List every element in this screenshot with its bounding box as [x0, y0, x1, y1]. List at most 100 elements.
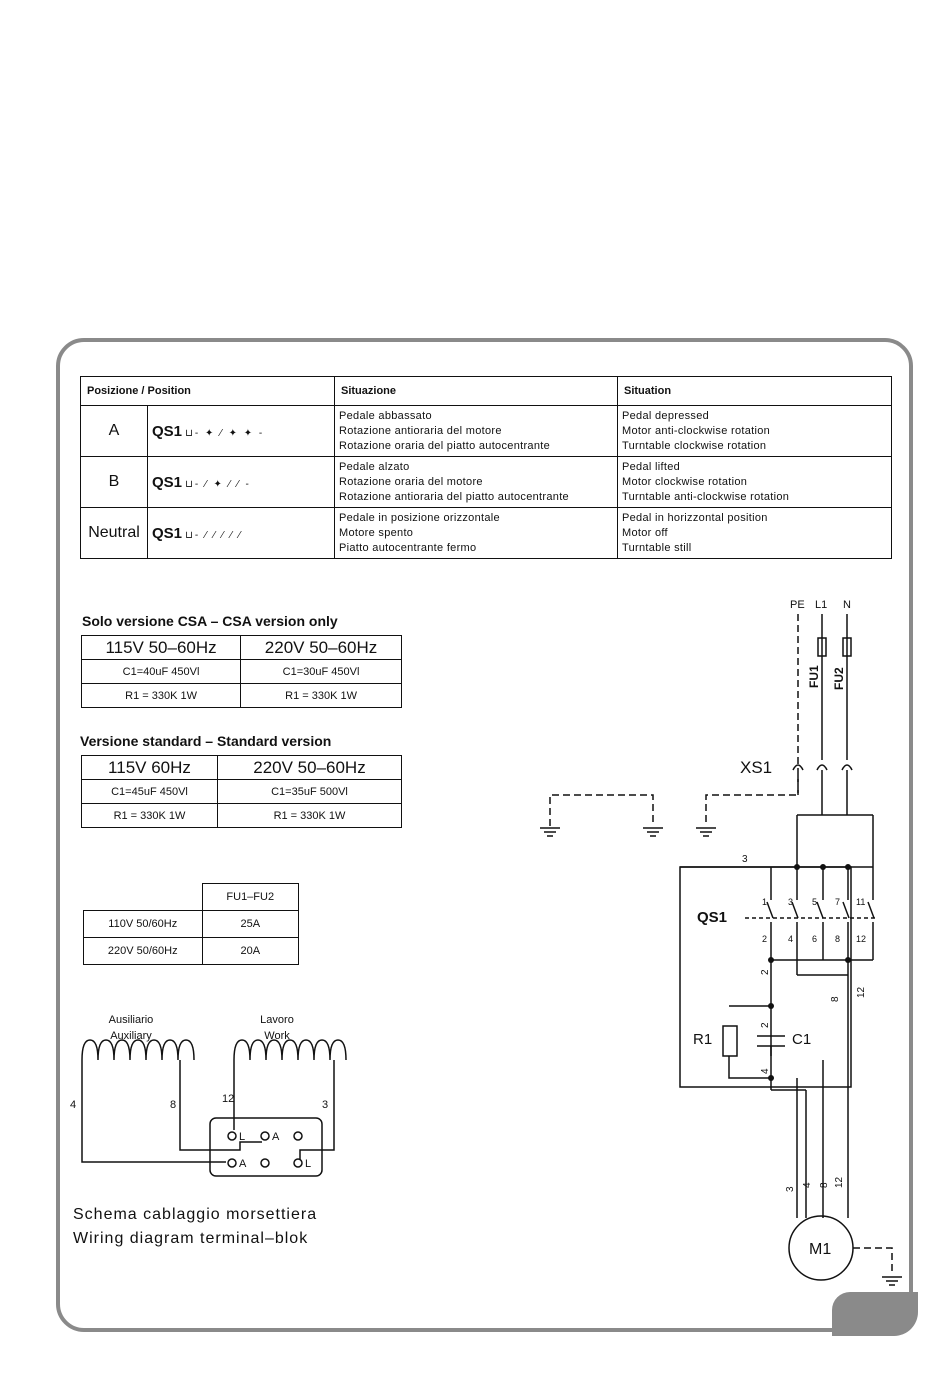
wire-label: 8: [830, 996, 841, 1002]
standard-title: Versione standard – Standard version: [80, 733, 332, 749]
situation-cell: Pedal lifted Motor clockwise rotation Tu…: [617, 456, 892, 508]
csa-r1: R1 = 330K 1W: [80, 683, 242, 708]
standard-col: 115V 60Hz: [81, 755, 218, 780]
standard-c1: C1=45uF 450Vl: [81, 779, 218, 804]
csa-r1: R1 = 330K 1W: [240, 683, 402, 708]
switch-label: QS1: [152, 422, 183, 440]
contact-label: 2: [762, 934, 767, 944]
contact-label: 8: [835, 934, 840, 944]
text-line: Motore spento: [339, 526, 414, 539]
wire-label: 12: [222, 1093, 234, 1105]
table-row: B QS1 ⊔- ⁄ ✦ ⁄ ⁄ - Pedale alzato Rotazio…: [80, 456, 892, 508]
contact-label: 3: [788, 897, 793, 907]
work-coil: [233, 1039, 347, 1061]
aux-coil: [81, 1039, 195, 1061]
fuse-rating: 25A: [201, 910, 299, 938]
contact-label: 6: [812, 934, 817, 944]
fuse-rating: 20A: [201, 937, 299, 965]
text-line: Rotazione oraria del motore: [339, 475, 483, 488]
page-number-tab: [832, 1292, 918, 1336]
caption-en: Wiring diagram terminal–blok: [73, 1230, 309, 1247]
text-line: Turntable clockwise rotation: [622, 439, 767, 452]
text-line: Rotazione oraria del piatto autocentrant…: [339, 439, 551, 452]
wire-label: 2: [760, 1022, 771, 1028]
contact-label: 11: [856, 897, 865, 907]
wire-label: 12: [856, 986, 867, 998]
text-line: Pedale alzato: [339, 460, 410, 473]
wire-label: 3: [742, 854, 748, 865]
m1-label: M1: [809, 1241, 831, 1258]
text-line: Pedal depressed: [622, 409, 710, 422]
switch-label: QS1: [152, 524, 183, 542]
situation-cell: Pedal in horizzontal position Motor off …: [617, 507, 892, 559]
wire-label: 2: [760, 969, 771, 975]
switch-label: QS1: [152, 473, 183, 491]
csa-c1: C1=30uF 450Vl: [240, 659, 402, 684]
contact-label: 12: [856, 934, 866, 944]
n-label: N: [843, 599, 851, 611]
situazione-cell: Pedale in posizione orizzontale Motore s…: [334, 507, 618, 559]
caption-it: Schema cablaggio morsettiera: [73, 1206, 318, 1223]
situazione-cell: Pedale alzato Rotazione oraria del motor…: [334, 456, 618, 508]
l1-label: L1: [815, 599, 827, 611]
wire-label: 12: [834, 1176, 845, 1188]
standard-r1: R1 = 330K 1W: [81, 803, 218, 828]
text-line: Pedal in horizzontal position: [622, 511, 768, 524]
contact-label: 4: [788, 934, 793, 944]
work-label-en: Work: [264, 1030, 290, 1042]
r1-label: R1: [693, 1031, 712, 1048]
fu2-label: FU2: [832, 667, 846, 690]
text-line: Pedale abbassato: [339, 409, 432, 422]
aux-label-en: Auxiliary: [110, 1030, 152, 1042]
xs1-label: XS1: [740, 758, 772, 777]
c1-label: C1: [792, 1031, 811, 1048]
fuse-header: FU1–FU2: [201, 883, 299, 911]
text-line: Pedale in posizione orizzontale: [339, 511, 500, 524]
csa-c1: C1=40uF 450Vl: [80, 659, 242, 684]
wire-label: 3: [322, 1099, 328, 1111]
position-letter: Neutral: [80, 507, 148, 559]
wire-label: 8: [819, 1182, 830, 1188]
wire-label: 3: [785, 1186, 796, 1192]
text-line: Pedal lifted: [622, 460, 681, 473]
text-line: Piatto autocentrante fermo: [339, 541, 477, 554]
csa-col: 220V 50–60Hz: [240, 635, 402, 660]
standard-r1: R1 = 330K 1W: [216, 803, 403, 828]
table-row: Neutral QS1 ⊔- ⁄ ⁄ ⁄ ⁄ ⁄ Pedale in posiz…: [80, 507, 892, 559]
csa-title: Solo versione CSA – CSA version only: [82, 613, 338, 629]
work-label-it: Lavoro: [260, 1014, 294, 1026]
wire-label: 8: [170, 1099, 176, 1111]
switch-symbol-neutral: QS1 ⊔- ⁄ ⁄ ⁄ ⁄ ⁄: [147, 507, 335, 559]
text-line: Turntable anti-clockwise rotation: [622, 490, 790, 503]
table-row: A QS1 ⊔- ✦ ⁄ ✦ ✦ - Pedale abbassato Rota…: [80, 405, 892, 457]
position-letter: B: [80, 456, 148, 508]
contact-label: 7: [835, 897, 840, 907]
contact-label: 1: [762, 897, 767, 907]
text-line: Motor off: [622, 526, 668, 539]
text-line: Motor clockwise rotation: [622, 475, 748, 488]
header-position: Posizione / Position: [80, 376, 335, 406]
fuse-voltage: 220V 50/60Hz: [83, 937, 203, 965]
text-line: Turntable still: [622, 541, 692, 554]
text-line: Motor anti-clockwise rotation: [622, 424, 771, 437]
wire-label: 4: [70, 1099, 76, 1111]
fuse-voltage: 110V 50/60Hz: [83, 910, 203, 938]
fu1-label: FU1: [807, 665, 821, 688]
situazione-cell: Pedale abbassato Rotazione antioraria de…: [334, 405, 618, 457]
contact-label: 5: [812, 897, 817, 907]
pe-label: PE: [790, 599, 805, 611]
csa-col: 115V 50–60Hz: [80, 635, 242, 660]
aux-label-it: Ausiliario: [109, 1014, 154, 1026]
wire-label: 4: [802, 1182, 813, 1188]
main-circuit: [540, 614, 902, 1286]
situation-cell: Pedal depressed Motor anti-clockwise rot…: [617, 405, 892, 457]
wire-label: 4: [760, 1068, 771, 1074]
text-line: Rotazione antioraria del piatto autocent…: [339, 490, 569, 503]
terminal-label: A: [272, 1131, 280, 1143]
standard-col: 220V 50–60Hz: [216, 755, 403, 780]
position-table: Posizione / Position Situazione Situatio…: [80, 376, 892, 559]
terminal-label: L: [239, 1131, 245, 1143]
